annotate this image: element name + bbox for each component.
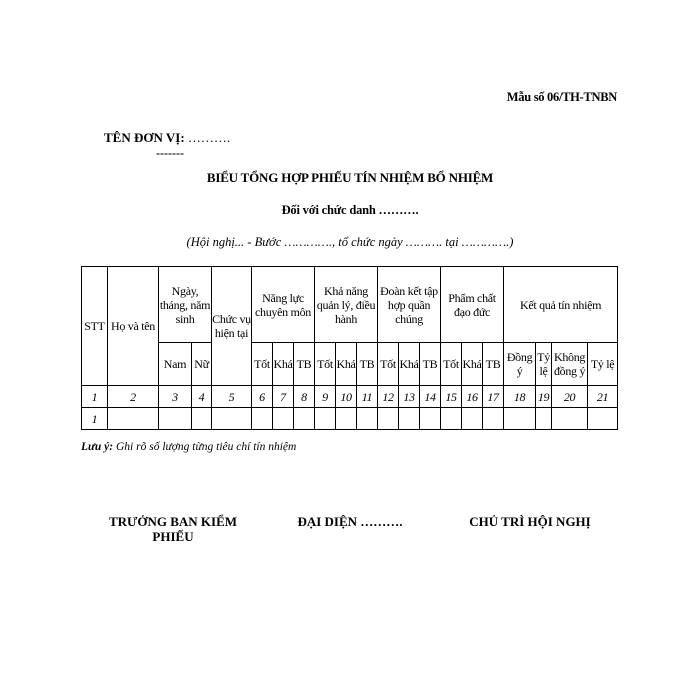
column-number: 18 [503,385,537,408]
signature-vote-counting-head: TRƯỞNG BAN KIỂM PHIẾU [108,514,238,544]
header-ethics: Phẩm chất đạo đức [440,266,505,343]
column-number: 21 [587,385,619,408]
column-number: 10 [335,385,358,408]
table-cell [398,407,421,430]
header-average: TB [482,342,505,386]
header-confidence-result: Kết quả tín nhiệm [503,266,619,343]
table-cell [587,407,619,430]
summary-table: STT Họ và tên Ngày, tháng, năm sinh Chức… [81,266,619,430]
form-number: Mẫu số 06/TH-TNBN [506,90,618,104]
column-number-row: 1 2 3 4 5 6 7 8 9 10 11 12 13 14 15 16 1… [81,385,619,408]
header-good: Tốt [440,342,463,386]
table-cell [535,407,553,430]
row-stt: 1 [81,407,108,430]
header-average: TB [292,342,316,386]
table-cell [314,407,337,430]
column-number: 1 [81,385,108,408]
header-professional-competence: Năng lực chuyên môn [250,266,316,343]
unit-name-line: TÊN ĐƠN VỊ: ………. [104,130,230,146]
column-number: 17 [482,385,505,408]
header-ratio: Tỷ lệ [535,342,553,386]
table-cell [251,407,273,430]
document-title: BIỂU TỔNG HỢP PHIẾU TÍN NHIỆM BỔ NHIỆM [206,170,494,185]
table-cell [461,407,484,430]
table-cell [272,407,294,430]
header-fair: Khá [461,342,484,386]
header-stt: STT [81,266,108,386]
unit-label: TÊN ĐƠN VỊ: [104,130,185,145]
header-average: TB [356,342,379,386]
meeting-line: (Hội nghị... - Bước …………., tổ chức ngày … [186,235,514,249]
note-label: Lưu ý: [81,441,114,453]
position-subtitle: Đối với chức danh ………. [281,203,419,217]
table-cell [377,407,400,430]
column-number: 19 [535,385,553,408]
header-fair: Khá [335,342,358,386]
note-line: Lưu ý: Ghi rõ số lượng từng tiêu chí tín… [81,441,296,453]
header-male: Nam [158,342,192,386]
header-date-of-birth: Ngày, tháng, năm sinh [158,266,212,343]
unit-underline-dash: ------- [156,146,184,160]
table-cell [503,407,537,430]
column-number: 15 [440,385,463,408]
table-row: 1 [81,407,619,430]
header-good: Tốt [377,342,400,386]
header-ratio: Tỷ lệ [587,342,619,386]
header-row-sub: Nam Nữ Tốt Khá TB Tốt Khá TB Tốt Khá TB … [82,342,619,386]
note-text: Ghi rõ số lượng từng tiêu chí tín nhiệm [113,441,297,453]
table-cell [158,407,192,430]
table-cell [419,407,442,430]
column-number: 14 [419,385,442,408]
header-current-position: Chức vụ hiện tại [211,266,252,386]
header-fair: Khá [398,342,421,386]
column-number: 13 [398,385,421,408]
table-cell [551,407,589,430]
table-cell [356,407,379,430]
header-good: Tốt [314,342,337,386]
header-full-name: Họ và tên [107,266,159,386]
column-number: 9 [314,385,337,408]
table-cell [482,407,505,430]
table-cell [335,407,358,430]
table-cell [211,407,252,430]
signature-representative: ĐẠI DIỆN ………. [297,514,403,529]
header-agree: Đồng ý [503,342,537,386]
column-number: 11 [356,385,379,408]
header-good: Tốt [251,342,273,386]
table-cell [292,407,316,430]
unit-dots: ………. [187,130,231,145]
header-disagree: Không đồng ý [551,342,589,386]
header-solidarity: Đoàn kết tập hợp quần chúng [377,266,442,343]
column-number: 4 [191,385,212,408]
column-number: 16 [461,385,484,408]
header-management-ability: Khả năng quản lý, điều hành [314,266,379,343]
column-number: 20 [551,385,589,408]
column-number: 12 [377,385,400,408]
column-number: 2 [107,385,159,408]
signature-meeting-chair: CHỦ TRÌ HỘI NGHỊ [469,514,591,529]
column-number: 6 [251,385,273,408]
header-average: TB [419,342,442,386]
column-number: 3 [158,385,192,408]
column-number: 7 [272,385,294,408]
header-female: Nữ [191,342,212,386]
table-cell [440,407,463,430]
table-cell [191,407,212,430]
column-number: 5 [211,385,252,408]
column-number: 8 [292,385,316,408]
header-fair: Khá [272,342,294,386]
header-row-main: STT Họ và tên Ngày, tháng, năm sinh Chức… [81,266,619,386]
table-cell [107,407,159,430]
